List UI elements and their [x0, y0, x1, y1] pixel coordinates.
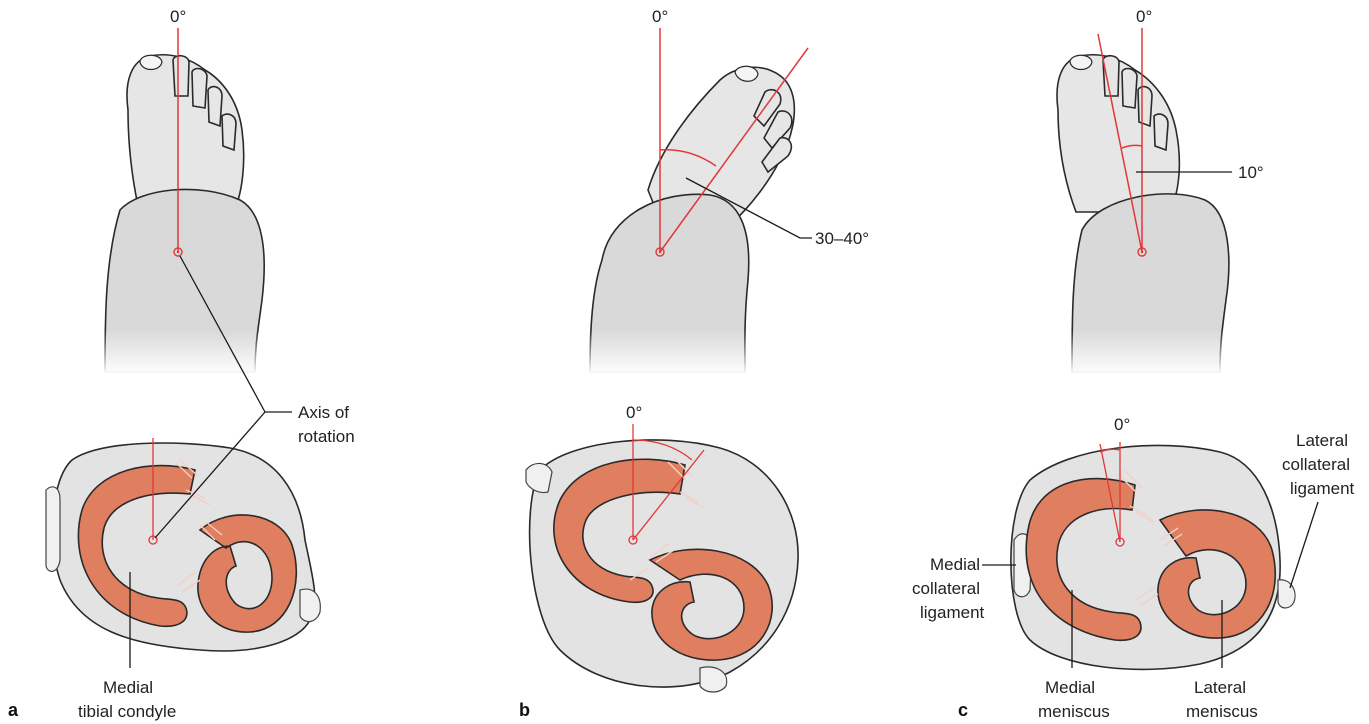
panel-c-lat-men-line1: Lateral	[1194, 678, 1246, 697]
panel-a-condyle-label-line2: tibial condyle	[78, 702, 176, 721]
panel-c-med-men-line1: Medial	[1045, 678, 1095, 697]
panel-c-tibial-plateau	[1011, 442, 1295, 669]
panel-b: 0° 30–40° 0° b	[519, 7, 869, 720]
panel-c-lcl-line1: Lateral	[1296, 431, 1348, 450]
panel-c-leg-illustration	[1057, 28, 1235, 375]
panel-b-top-angle-label: 0°	[652, 7, 668, 26]
panel-a: 0° Axis of rotation Medial tibial	[8, 7, 355, 721]
panel-c: 0° 10° 0° Lateral collateral ligament	[912, 7, 1355, 721]
panel-b-letter: b	[519, 700, 530, 720]
panel-c-mcl-line1: Medial	[930, 555, 980, 574]
panel-a-leg-illustration	[100, 28, 270, 375]
panel-c-lcl-line2: collateral	[1282, 455, 1350, 474]
panel-c-mcl-line2: collateral	[912, 579, 980, 598]
panel-c-med-men-line2: meniscus	[1038, 702, 1110, 721]
panel-b-plateau-angle-label: 0°	[626, 403, 642, 422]
panel-c-rotation-label: 10°	[1238, 163, 1264, 182]
panel-a-tibial-plateau	[46, 438, 320, 651]
panel-c-lcl-line3: ligament	[1290, 479, 1355, 498]
panel-c-plateau-angle-label: 0°	[1114, 415, 1130, 434]
panel-b-rotation-label: 30–40°	[815, 229, 869, 248]
panel-a-letter: a	[8, 700, 19, 720]
panel-c-top-angle-label: 0°	[1136, 7, 1152, 26]
panel-c-letter: c	[958, 700, 968, 720]
panel-b-tibial-plateau	[526, 424, 798, 692]
panel-a-condyle-label-line1: Medial	[103, 678, 153, 697]
panel-a-axis-label-line1: Axis of	[298, 403, 349, 422]
panel-c-lat-men-line2: meniscus	[1186, 702, 1258, 721]
panel-a-axis-label-line2: rotation	[298, 427, 355, 446]
panel-a-top-angle-label: 0°	[170, 7, 186, 26]
panel-c-mcl-line3: ligament	[920, 603, 985, 622]
panel-b-leg-illustration	[585, 28, 808, 375]
